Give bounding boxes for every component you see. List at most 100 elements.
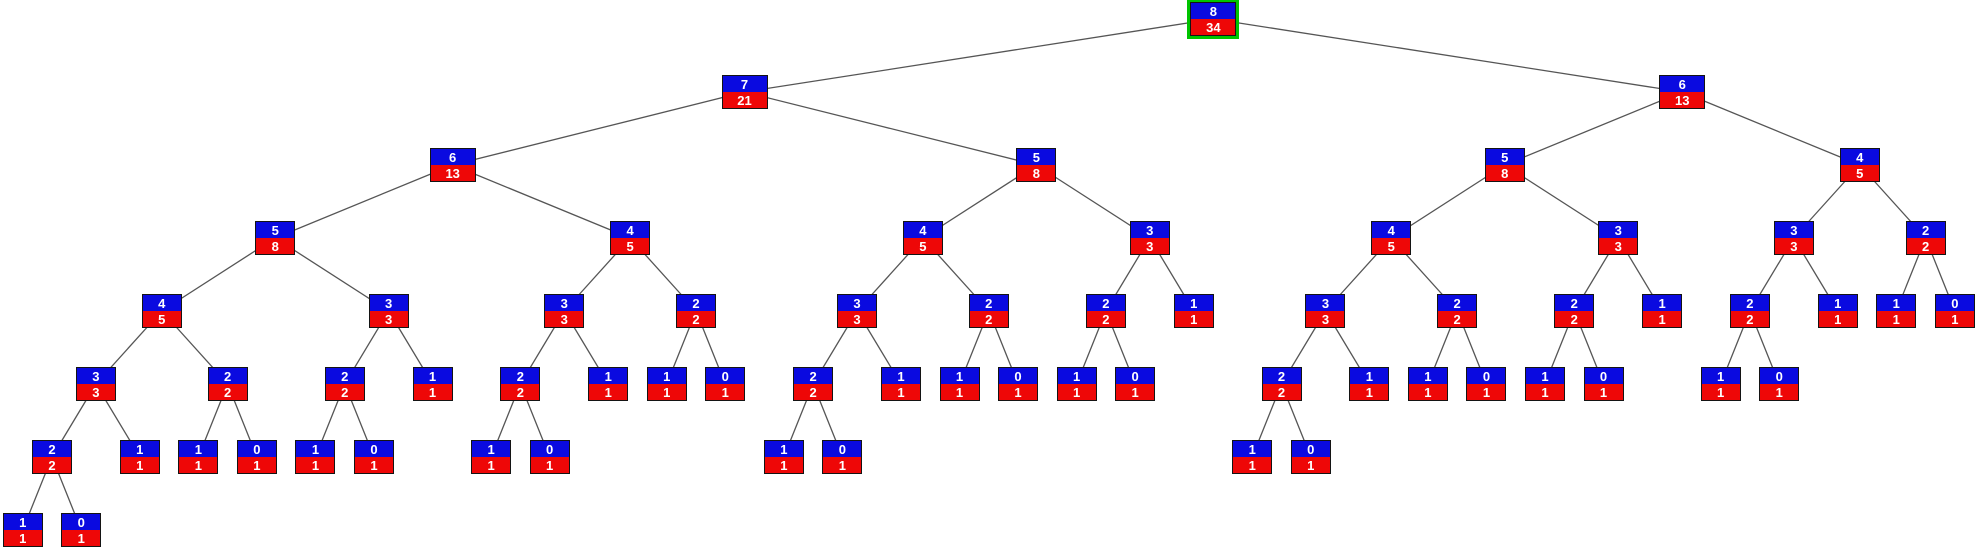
node-argument-label: 2 bbox=[677, 295, 716, 311]
node-argument-label: 4 bbox=[903, 222, 942, 238]
node-result-label: 3 bbox=[1599, 238, 1638, 254]
node-result-label: 1 bbox=[1643, 311, 1682, 327]
node-result-label: 2 bbox=[1730, 311, 1769, 327]
node-argument-label: 5 bbox=[1485, 149, 1524, 165]
node-argument-label: 1 bbox=[296, 441, 335, 457]
node-argument-label: 2 bbox=[325, 368, 364, 384]
node-argument-label: 2 bbox=[1438, 295, 1477, 311]
node-argument-label: 1 bbox=[1877, 295, 1916, 311]
tree-edge bbox=[274, 164, 453, 239]
node-result-label: 1 bbox=[1818, 311, 1857, 327]
node-argument-label: 1 bbox=[120, 441, 159, 457]
node-result-label: 5 bbox=[1372, 238, 1411, 254]
tree-edge bbox=[744, 91, 1037, 166]
node-result-label: 1 bbox=[1760, 384, 1799, 400]
node-result-label: 1 bbox=[1408, 384, 1447, 400]
node-result-label: 1 bbox=[940, 384, 979, 400]
node-argument-label: 2 bbox=[32, 441, 71, 457]
node-argument-label: 3 bbox=[545, 295, 584, 311]
node-result-label: 2 bbox=[32, 457, 71, 473]
node-argument-label: 1 bbox=[1643, 295, 1682, 311]
node-result-label: 2 bbox=[1555, 311, 1594, 327]
node-argument-label: 1 bbox=[472, 441, 511, 457]
tree-edge bbox=[1504, 91, 1683, 166]
tree-edge bbox=[744, 18, 1214, 93]
node-result-label: 5 bbox=[903, 238, 942, 254]
node-result-label: 1 bbox=[881, 384, 920, 400]
tree-edge bbox=[1681, 91, 1860, 166]
node-argument-label: 1 bbox=[1057, 368, 1096, 384]
node-result-label: 1 bbox=[1116, 384, 1155, 400]
node-argument-label: 1 bbox=[647, 368, 686, 384]
node-result-label: 3 bbox=[369, 311, 408, 327]
